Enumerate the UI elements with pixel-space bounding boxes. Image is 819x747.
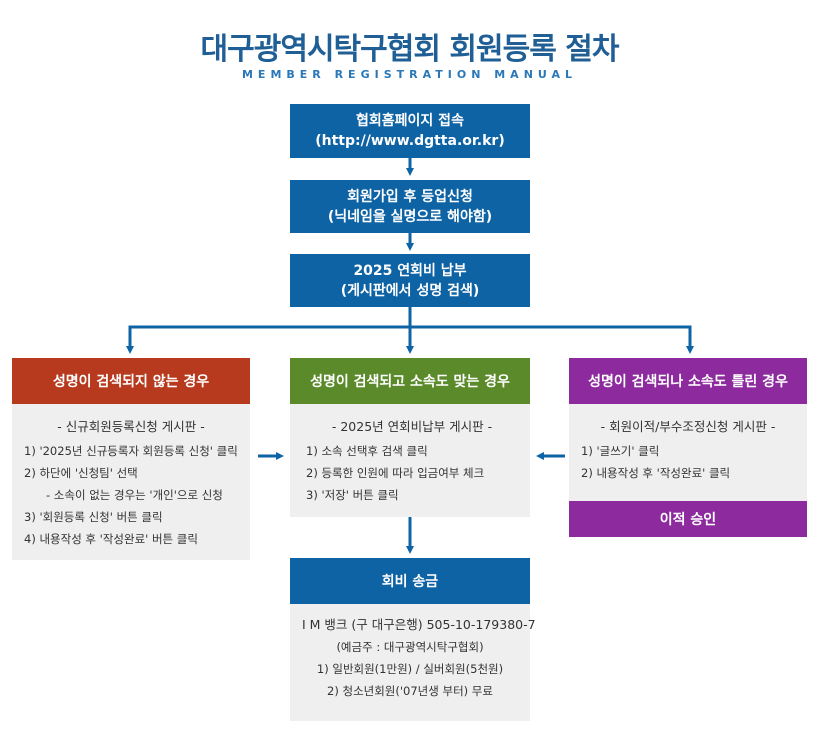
case-found-mismatch-header: 성명이 검색되나 소속도 틀린 경우 — [569, 358, 807, 404]
list-item: 4) 내용작성 후 '작성완료' 버튼 클릭 — [24, 532, 198, 546]
step-signup-title: 회원가입 후 등업신청 — [347, 188, 473, 205]
page-title: 대구광역시탁구협회 회원등록 절차 — [200, 32, 620, 67]
list-item: 2) 내용작성 후 '작성완료' 클릭 — [581, 466, 731, 480]
step-homepage-url: (http://www.dgtta.or.kr) — [315, 133, 505, 149]
step-homepage: 협회홈페이지 접속 (http://www.dgtta.or.kr) — [290, 104, 530, 158]
list-item: 1) 일반회원(1만원) / 실버회원(5천원) — [316, 662, 504, 676]
list-item: 2) 청소년회원('07년생 부터) 무료 — [327, 684, 493, 698]
payment-header: 회비 송금 — [290, 558, 530, 604]
case-found-match-box: - 2025년 연회비납부 게시판 - 1) 소속 선택후 검색 클릭 2) 등… — [290, 404, 530, 517]
case-found-match-header: 성명이 검색되고 소속도 맞는 경우 — [290, 358, 530, 404]
case-found-mismatch-box: - 회원이적/부수조정신청 게시판 - 1) '글쓰기' 클릭 2) 내용작성 … — [569, 404, 807, 501]
branch-line — [128, 325, 692, 350]
step-fee-note: (게시판에서 성명 검색) — [340, 282, 480, 299]
case-not-found-header: 성명이 검색되지 않는 경우 — [12, 358, 250, 404]
step-signup-note: (닉네임을 실명으로 해야함) — [327, 208, 493, 225]
account-holder: (예금주 : 대구광역시탁구협회) — [336, 640, 484, 654]
step-fee: 2025 연회비 납부 (게시판에서 성명 검색) — [290, 254, 530, 307]
case-found-match-board: - 2025년 연회비납부 게시판 - — [331, 419, 493, 434]
list-item: 2) 하단에 '신청팀' 선택 — [24, 466, 138, 480]
list-item: - 소속이 없는 경우는 '개인'으로 신청 — [46, 488, 223, 502]
case-not-found-board: - 신규회원등록신청 게시판 - — [57, 419, 205, 434]
step-homepage-title: 협회홈페이지 접속 — [356, 113, 464, 129]
list-item: 1) '글쓰기' 클릭 — [581, 444, 660, 458]
transfer-approval-box: 이적 승인 — [569, 501, 807, 537]
bank-account: I M 뱅크 (구 대구은행) 505-10-179380-7 — [302, 617, 536, 632]
list-item: 2) 등록한 인원에 따라 입금여부 체크 — [306, 466, 485, 480]
case-not-found-box: - 신규회원등록신청 게시판 - 1) '2025년 신규등록자 회원등록 신청… — [12, 404, 250, 560]
step-fee-title: 2025 연회비 납부 — [353, 262, 467, 279]
list-item: 3) '회원등록 신청' 버튼 클릭 — [24, 510, 163, 524]
list-item: 1) '2025년 신규등록자 회원등록 신청' 클릭 — [24, 444, 238, 458]
step-signup: 회원가입 후 등업신청 (닉네임을 실명으로 해야함) — [290, 180, 530, 233]
page-subtitle: MEMBER REGISTRATION MANUAL — [241, 68, 578, 81]
list-item: 3) '저장' 버튼 클릭 — [306, 488, 399, 502]
payment-box: I M 뱅크 (구 대구은행) 505-10-179380-7 (예금주 : 대… — [290, 604, 536, 721]
case-found-mismatch-board: - 회원이적/부수조정신청 게시판 - — [600, 419, 776, 434]
list-item: 1) 소속 선택후 검색 클릭 — [306, 444, 428, 458]
